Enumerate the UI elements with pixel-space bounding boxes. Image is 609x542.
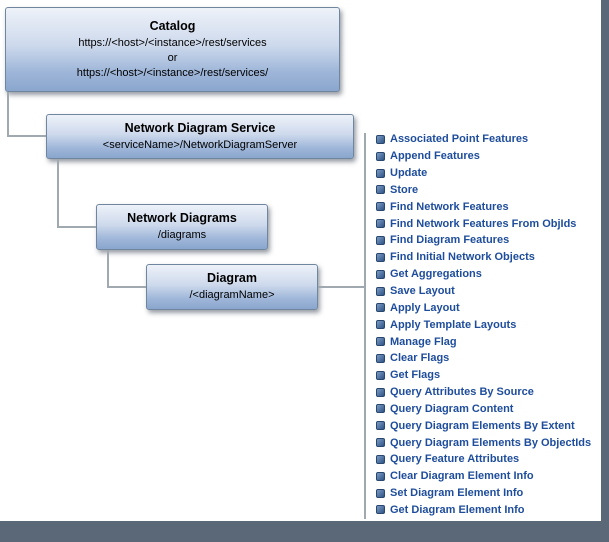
operation-link[interactable]: Get Flags (376, 367, 591, 384)
operation-link[interactable]: Find Network Features From ObjIds (376, 215, 591, 232)
operation-icon (376, 202, 385, 212)
operation-icon (376, 438, 385, 448)
operation-icon (376, 235, 385, 245)
network-diagram-service-title: Network Diagram Service (124, 120, 276, 135)
operation-icon (376, 185, 385, 195)
operation-icon (376, 337, 385, 347)
operation-link[interactable]: Store (376, 182, 591, 199)
operation-icon (376, 168, 385, 178)
operation-label: Associated Point Features (390, 133, 529, 146)
operation-icon (376, 320, 385, 330)
operation-link[interactable]: Get Diagram Element Info (376, 502, 591, 519)
operation-icon (376, 488, 385, 498)
operation-icon (376, 151, 385, 161)
connector-service-to-diagrams-vertical (57, 159, 59, 228)
connector-diagrams-to-diagram-horizontal (107, 286, 146, 288)
operation-icon (376, 286, 385, 296)
connector-service-to-diagrams-horizontal (57, 226, 96, 228)
operation-icon (376, 370, 385, 380)
operation-icon (376, 404, 385, 414)
catalog-node: Catalog https://<host>/<instance>/rest/s… (5, 7, 340, 92)
operation-label: Query Diagram Elements By ObjectIds (390, 436, 592, 449)
connector-catalog-to-service-vertical (7, 92, 9, 137)
operation-label: Get Flags (390, 369, 441, 382)
operation-icon (376, 454, 385, 464)
operation-label: Clear Flags (390, 352, 450, 365)
operation-link[interactable]: Apply Layout (376, 299, 591, 316)
operation-label: Clear Diagram Element Info (390, 470, 534, 483)
operation-link[interactable]: Find Diagram Features (376, 232, 591, 249)
operation-label: Find Initial Network Objects (390, 251, 535, 264)
operation-link[interactable]: Clear Flags (376, 350, 591, 367)
network-diagrams-url: /diagrams (157, 229, 207, 241)
operation-label: Manage Flag (390, 335, 457, 348)
operation-link[interactable]: Get Aggregations (376, 266, 591, 283)
operation-label: Update (390, 167, 428, 180)
catalog-url-primary: https://<host>/<instance>/rest/services (78, 36, 267, 49)
operation-link[interactable]: Update (376, 165, 591, 182)
operation-label: Find Network Features From ObjIds (390, 217, 577, 230)
operation-label: Apply Layout (390, 301, 460, 314)
operation-icon (376, 387, 385, 397)
operation-label: Query Feature Attributes (390, 453, 520, 466)
operation-link[interactable]: Set Diagram Element Info (376, 485, 591, 502)
operation-label: Find Network Features (390, 200, 509, 213)
operation-link[interactable]: Query Attributes By Source (376, 384, 591, 401)
operation-label: Query Attributes By Source (390, 386, 534, 399)
operation-link[interactable]: Clear Diagram Element Info (376, 468, 591, 485)
operation-link[interactable]: Query Feature Attributes (376, 451, 591, 468)
operation-icon (376, 353, 385, 363)
operation-icon (376, 303, 385, 313)
operation-icon (376, 269, 385, 279)
operation-label: Save Layout (390, 285, 455, 298)
connector-catalog-to-service-horizontal (7, 135, 46, 137)
diagram-node: Diagram /<diagramName> (146, 264, 318, 310)
operation-link[interactable]: Query Diagram Elements By ObjectIds (376, 434, 591, 451)
network-diagram-service-url: <serviceName>/NetworkDiagramServer (102, 138, 298, 151)
network-diagram-service-node: Network Diagram Service <serviceName>/Ne… (46, 114, 354, 159)
operation-label: Get Aggregations (390, 268, 482, 281)
operation-link[interactable]: Append Features (376, 148, 591, 165)
operation-link[interactable]: Query Diagram Elements By Extent (376, 417, 591, 434)
operation-label: Query Diagram Content (390, 402, 514, 415)
operation-label: Query Diagram Elements By Extent (390, 419, 575, 432)
figure-canvas: Catalog https://<host>/<instance>/rest/s… (0, 0, 601, 521)
operation-link[interactable]: Query Diagram Content (376, 401, 591, 418)
catalog-or-text: or (167, 51, 178, 64)
network-diagrams-node: Network Diagrams /diagrams (96, 204, 268, 250)
operations-rail (364, 133, 366, 519)
operation-link[interactable]: Associated Point Features (376, 131, 591, 148)
operation-link[interactable]: Save Layout (376, 283, 591, 300)
operations-list: Associated Point Features Append Feature… (376, 131, 591, 518)
catalog-title: Catalog (149, 18, 196, 33)
operation-icon (376, 252, 385, 262)
operation-icon (376, 134, 385, 144)
operation-label: Apply Template Layouts (390, 318, 517, 331)
operation-link[interactable]: Manage Flag (376, 333, 591, 350)
operation-label: Set Diagram Element Info (390, 487, 524, 500)
operation-label: Find Diagram Features (390, 234, 510, 247)
connector-diagram-to-operations (318, 286, 366, 288)
catalog-url-alternate: https://<host>/<instance>/rest/services/ (76, 66, 269, 79)
operation-label: Store (390, 183, 419, 196)
operation-link[interactable]: Find Network Features (376, 198, 591, 215)
connector-diagrams-to-diagram-vertical (107, 250, 109, 288)
operation-icon (376, 421, 385, 431)
operation-icon (376, 219, 385, 229)
operation-link[interactable]: Apply Template Layouts (376, 316, 591, 333)
operation-label: Get Diagram Element Info (390, 503, 525, 516)
diagram-url: /<diagramName> (189, 289, 275, 301)
network-diagrams-title: Network Diagrams (127, 211, 237, 225)
operation-icon (376, 471, 385, 481)
operation-label: Append Features (390, 150, 480, 163)
operation-link[interactable]: Find Initial Network Objects (376, 249, 591, 266)
diagram-title: Diagram (206, 271, 258, 285)
operation-icon (376, 505, 385, 515)
